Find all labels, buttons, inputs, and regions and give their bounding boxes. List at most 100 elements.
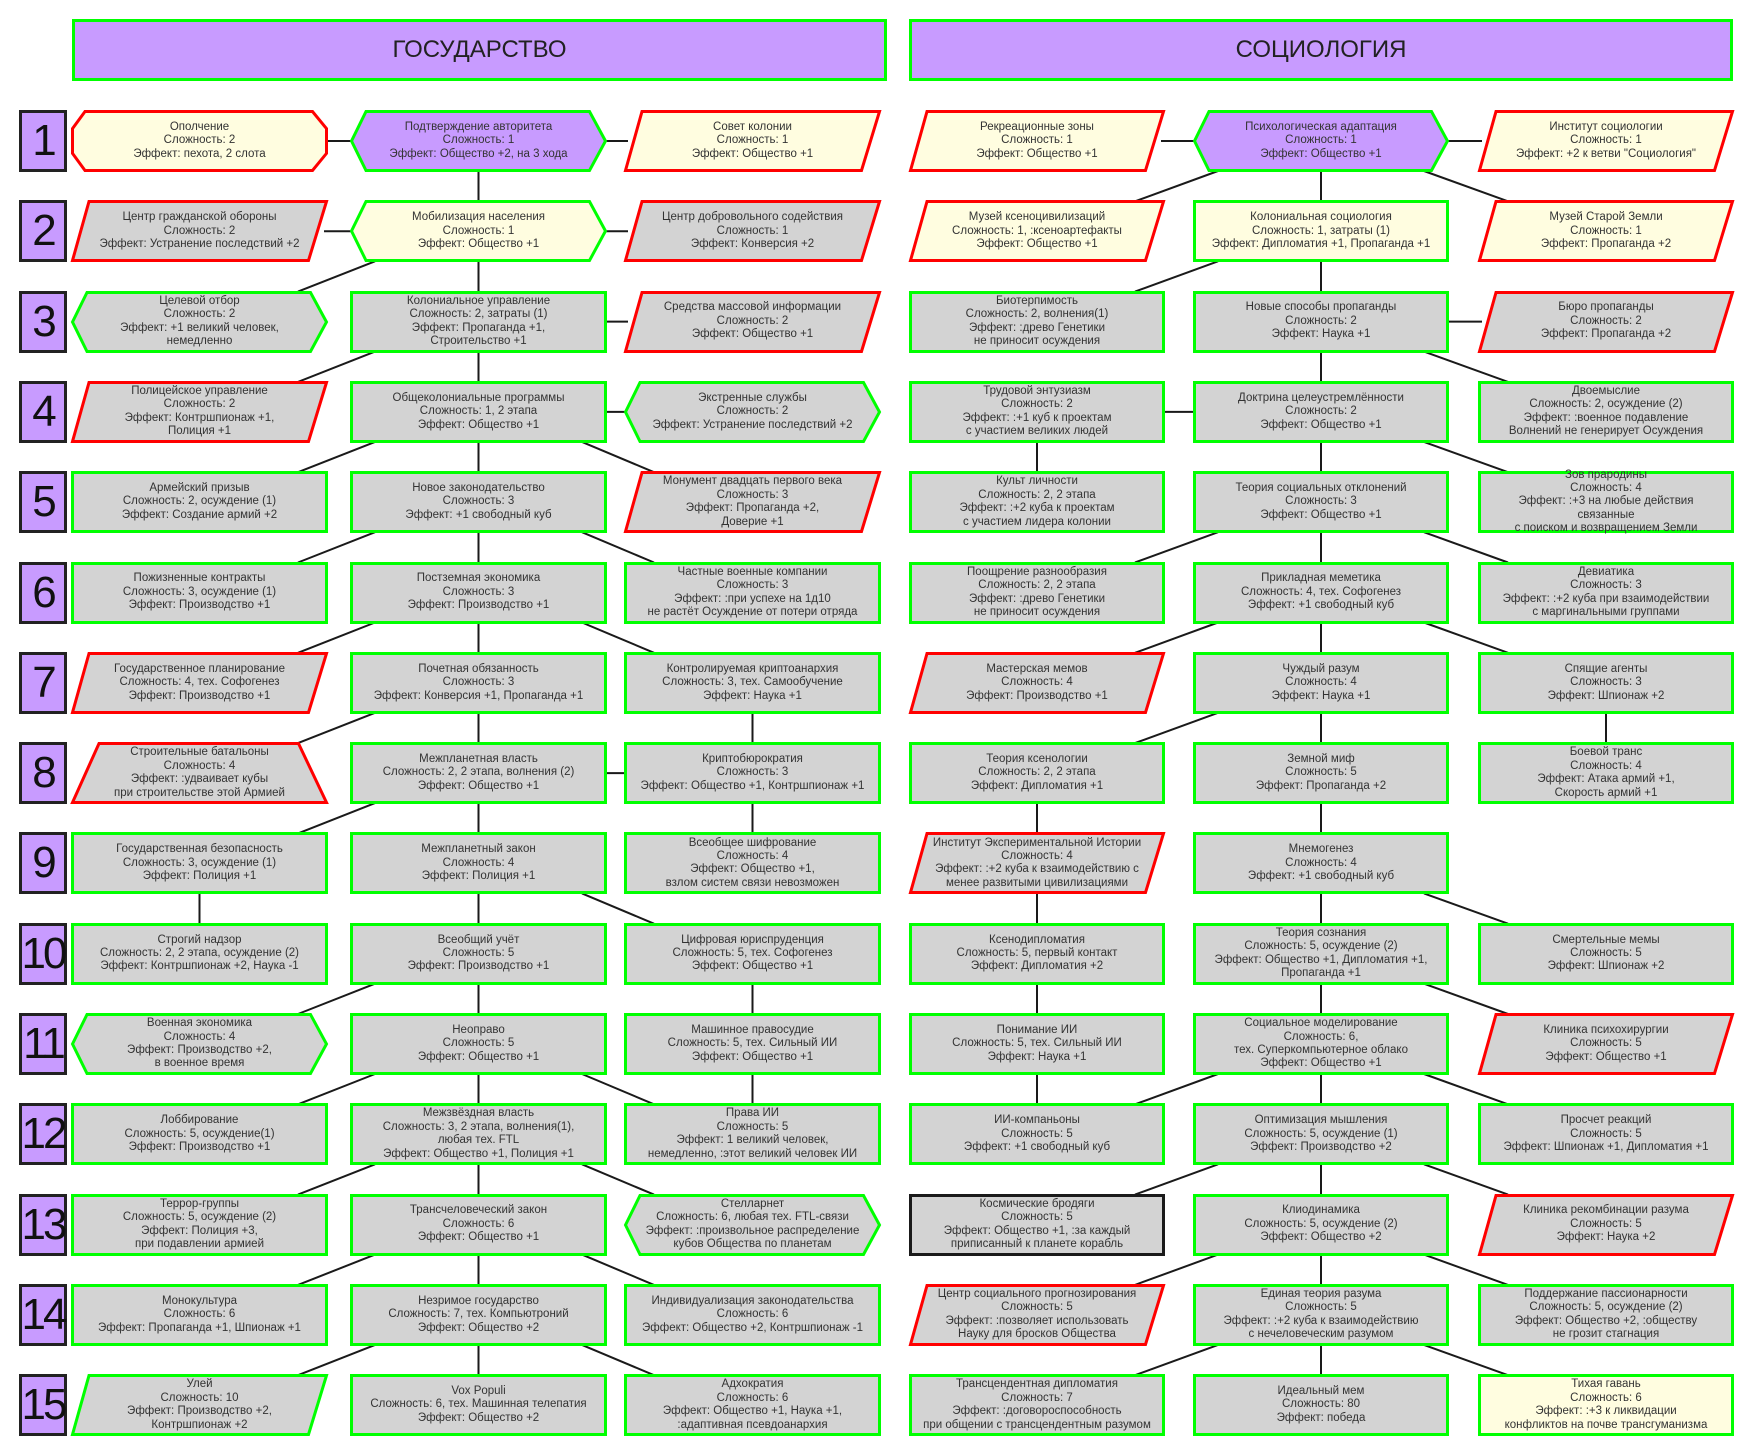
node-shape-rect [350, 1374, 607, 1437]
node-complexity: Сложность: 6, тех. Машинная телепатия [370, 1398, 587, 1411]
connector-line [1134, 621, 1219, 654]
node-effect: Эффект: Общество +1 [1260, 147, 1382, 160]
node-title: Полицейское управление [131, 385, 268, 398]
node-complexity: Сложность: 4 [1570, 482, 1642, 495]
node-shape-rect [350, 1283, 607, 1346]
node-complexity: Сложность: 2, затраты (1) [409, 308, 548, 321]
node-effect: Эффект: Общество +1, Полиция +1 [383, 1147, 574, 1160]
connector-line [581, 1073, 655, 1106]
connector-line [297, 1163, 376, 1196]
node-title: Ополчение [169, 120, 230, 133]
node-effect: Эффект: Создание армий +2 [121, 508, 278, 521]
node-title: Государственное планирование [113, 662, 285, 675]
node-complexity: Сложность: 1, 2 этапа [419, 405, 538, 418]
node-complexity: Сложность: 2 [1285, 314, 1357, 327]
node-effect: Эффект: :древо Генетики не приносит осуж… [968, 592, 1106, 618]
connector-line [1134, 1073, 1219, 1106]
node-complexity: Сложность: 1 [1285, 134, 1357, 147]
node-shape-rect [1478, 922, 1734, 985]
node-effect: Эффект: Общество +1, :за каждый приписан… [943, 1224, 1131, 1250]
connector-line [1134, 260, 1219, 293]
connector-line [1423, 1343, 1509, 1377]
node-shape-oct [71, 110, 328, 172]
row-number: 4 [19, 380, 67, 443]
node-effect: Эффект: +1 свободный куб [1247, 870, 1395, 883]
node-complexity: Сложность: 3, осуждение (1) [122, 856, 277, 869]
connector-line [1423, 1163, 1509, 1196]
node-shape-para [70, 380, 329, 443]
node-title: Клиника психохирургии [1543, 1023, 1669, 1036]
node-shape-rect [71, 922, 328, 985]
node-shape-rect [1193, 561, 1449, 624]
node-shape-rect [1478, 471, 1734, 534]
node-shape-para [70, 1374, 329, 1437]
node-complexity: Сложность: 5 [1285, 1301, 1357, 1314]
row-number: 14 [19, 1283, 67, 1346]
connector-line [297, 350, 376, 383]
node-effect: Эффект: :военное подавление Волнений не … [1508, 411, 1704, 438]
node-effect: Эффект: Контршпионаж +1, Полиция +1 [124, 411, 275, 438]
node-effect: Эффект: Общество +1 [1260, 508, 1382, 521]
node-effect: Эффект: Общество +1, Дипломатия +1, Проп… [1214, 953, 1428, 980]
node-effect: Эффект: Пропаганда +2 [1255, 779, 1387, 792]
node-effect: Эффект: Наука +1 [987, 1050, 1087, 1063]
node-shape-rect [624, 832, 881, 895]
row-number: 9 [19, 832, 67, 895]
node-shape-rect [1193, 290, 1449, 353]
node-title: Идеальный мем [1277, 1385, 1365, 1398]
node-effect: Эффект: Общество +1 [1260, 418, 1382, 431]
node-complexity: Сложность: 3 [442, 585, 515, 598]
node-shape-rect [71, 561, 328, 624]
node-title: Единая теория разума [1260, 1288, 1382, 1301]
node-effect: Эффект: Общество +1 [976, 238, 1098, 250]
connector-line [297, 531, 376, 564]
node-effect: Эффект: Дипломатия +1, Пропаганда +1 [1211, 238, 1431, 250]
connector-line [297, 802, 376, 835]
node-effect: Эффект: Общество +1 [691, 960, 814, 973]
node-effect: Эффект: Общество +1 [417, 238, 540, 250]
node-complexity: Сложность: 3 [442, 495, 515, 508]
connector-line [581, 1163, 655, 1196]
node-complexity: Сложность: 4 [1285, 676, 1357, 689]
node-title: Колониальная социология [1250, 211, 1392, 224]
row-number: 2 [19, 200, 67, 263]
connector-line [581, 1253, 655, 1286]
row-number: 13 [19, 1193, 67, 1256]
connector-line [581, 1343, 655, 1377]
node-effect: Эффект: Полиция +3, при подавлении армие… [134, 1224, 264, 1250]
connector-line [1423, 621, 1509, 654]
node-shape-rect [1193, 922, 1449, 985]
node-title: Государственная безопасность [116, 843, 283, 856]
node-shape-rect [71, 1283, 328, 1346]
